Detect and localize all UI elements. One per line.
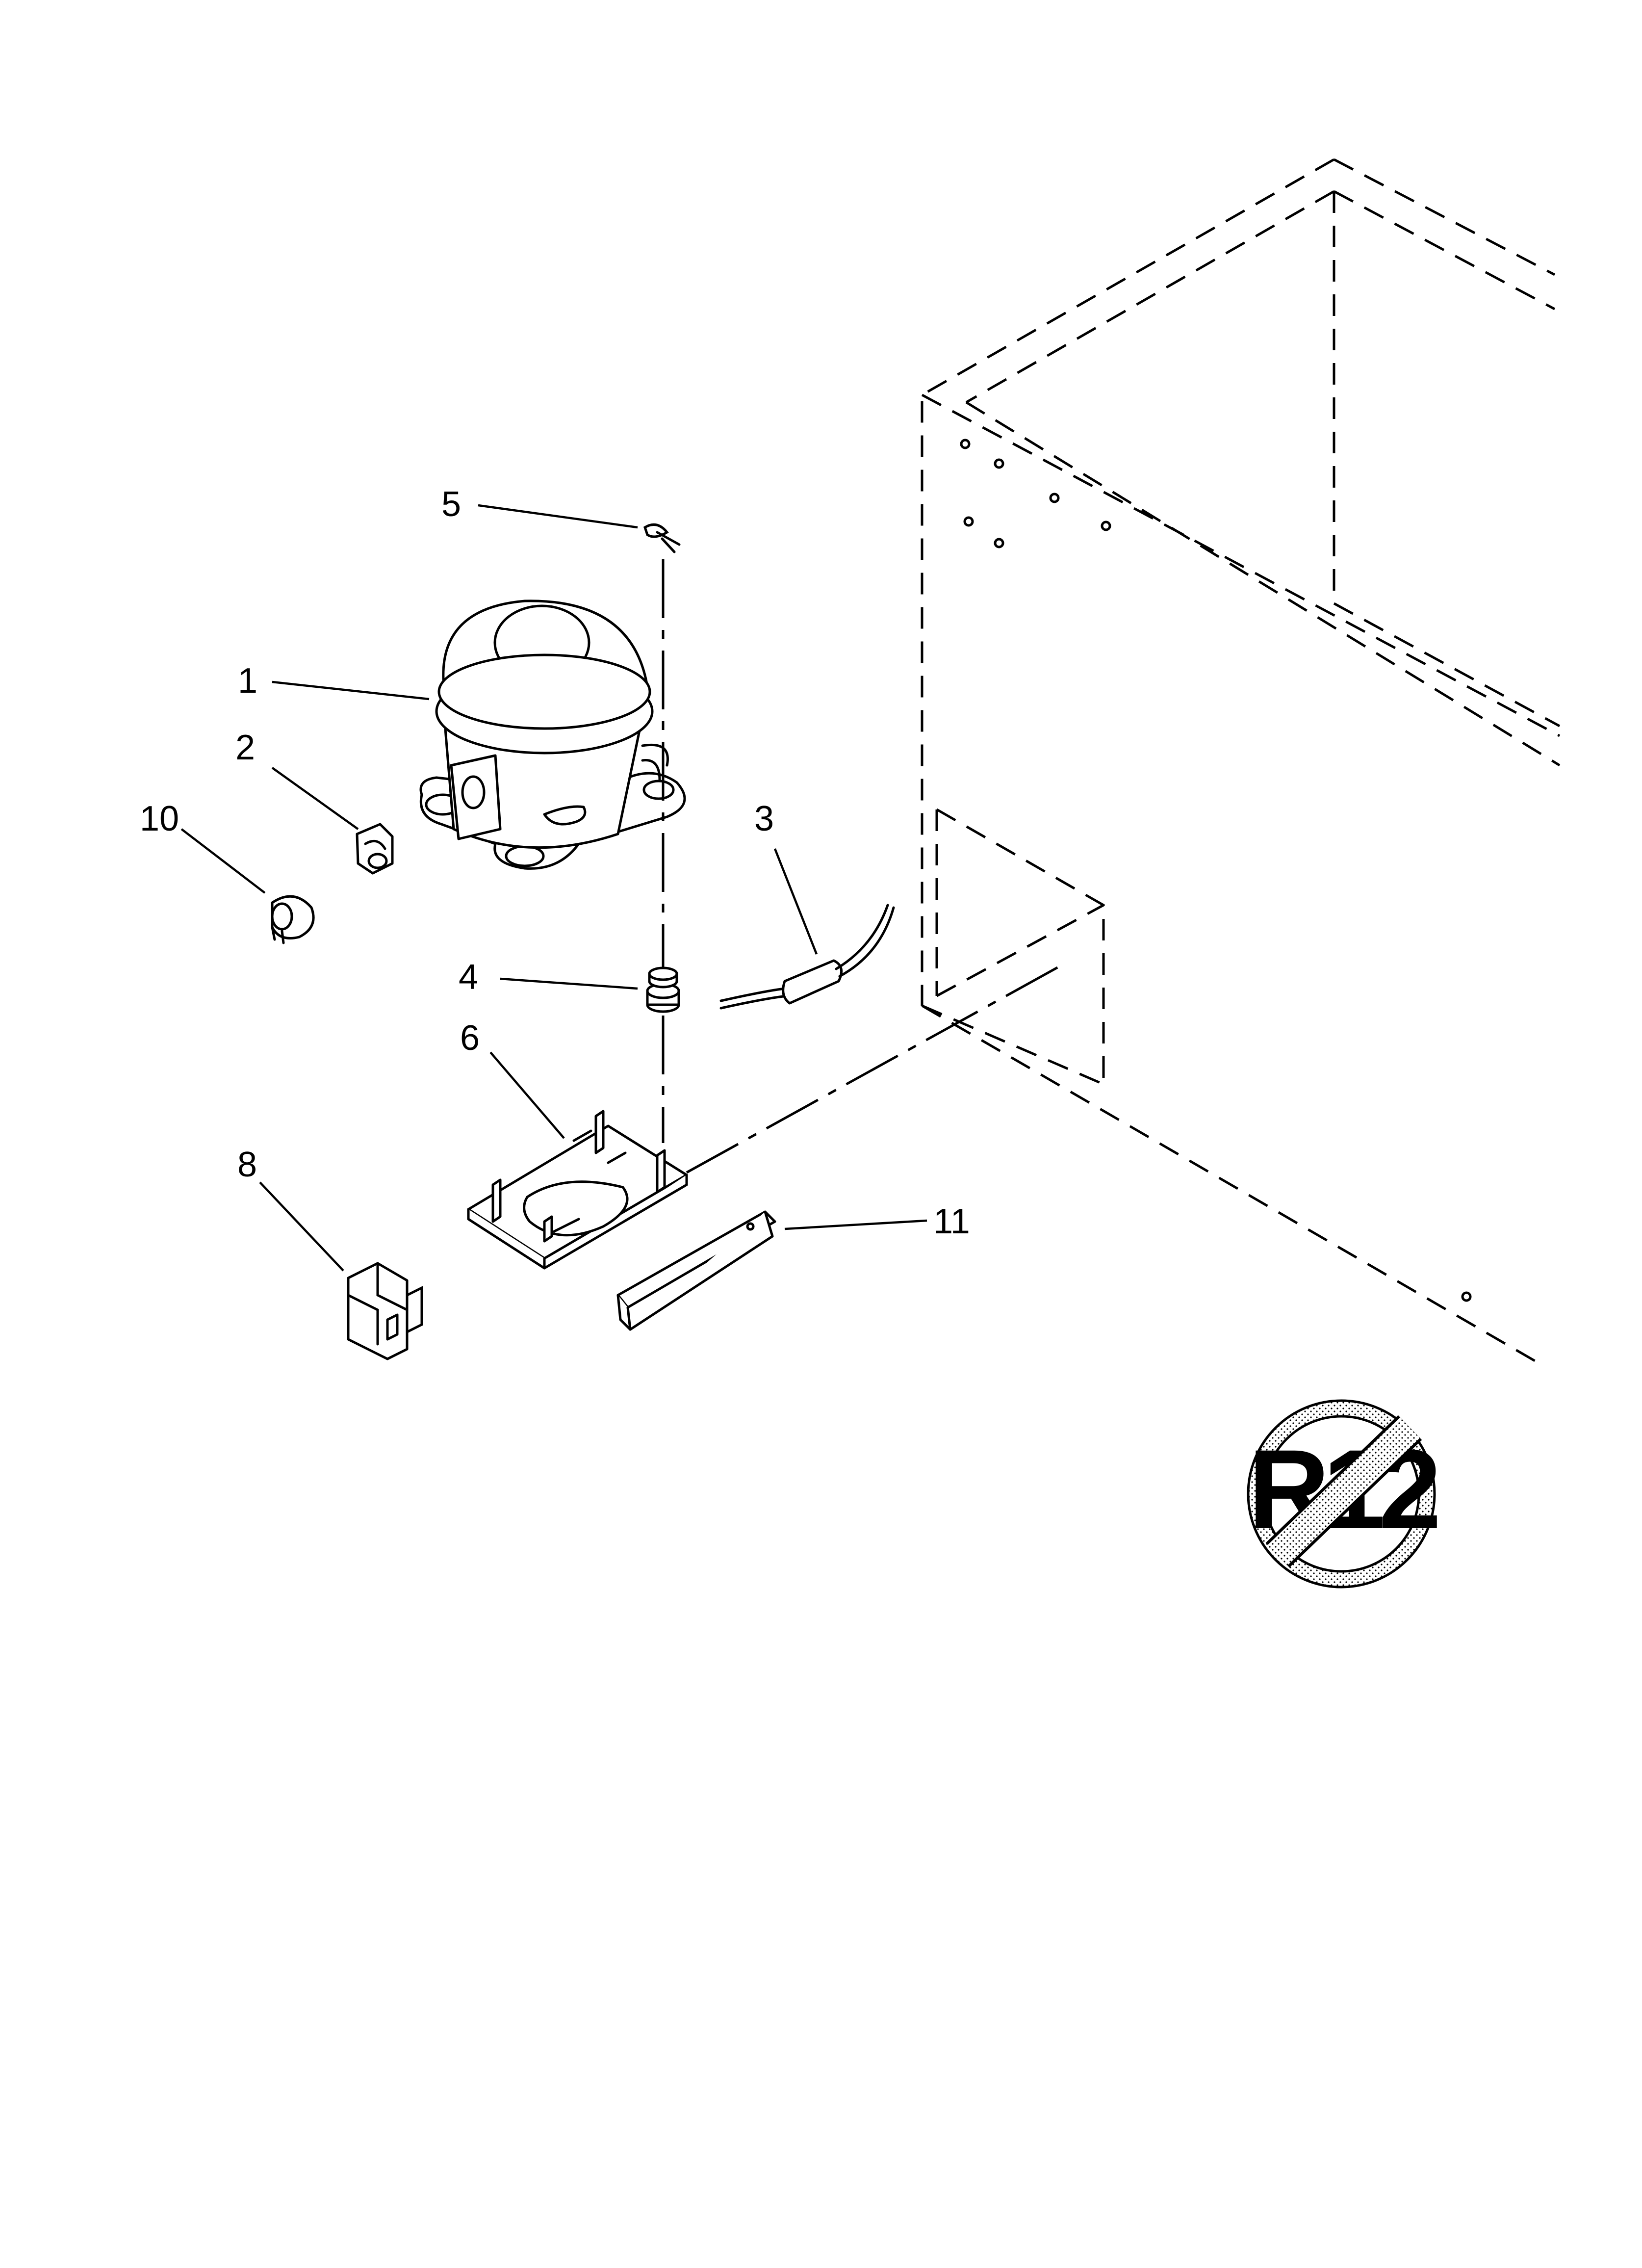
callout-8: 8 [237, 1145, 257, 1184]
no-r12-refrigerant-icon: R12 [1247, 1399, 1444, 1589]
callouts: 5 1 2 10 3 4 6 8 11 [140, 485, 970, 1241]
callout-2: 2 [235, 728, 255, 767]
mounting-holes [960, 439, 1472, 1302]
cabinet-outline [921, 158, 1561, 1365]
callout-4: 4 [459, 958, 478, 997]
leader-lines [180, 504, 927, 1272]
rail [616, 1210, 776, 1331]
overload-cap [271, 895, 315, 944]
tubing [719, 904, 895, 1010]
relay [347, 1262, 423, 1360]
relay-clip [356, 823, 394, 875]
callout-11: 11 [933, 1202, 970, 1241]
callout-6: 6 [460, 1018, 480, 1058]
assembly-centerline [686, 965, 1060, 1174]
callout-1: 1 [238, 661, 257, 701]
compressor [419, 600, 686, 870]
mounting-bracket [467, 1110, 688, 1270]
callout-10: 10 [140, 799, 179, 838]
grommet [646, 966, 680, 1013]
clip [643, 523, 681, 553]
callout-5: 5 [441, 485, 461, 524]
callout-3: 3 [754, 799, 774, 838]
